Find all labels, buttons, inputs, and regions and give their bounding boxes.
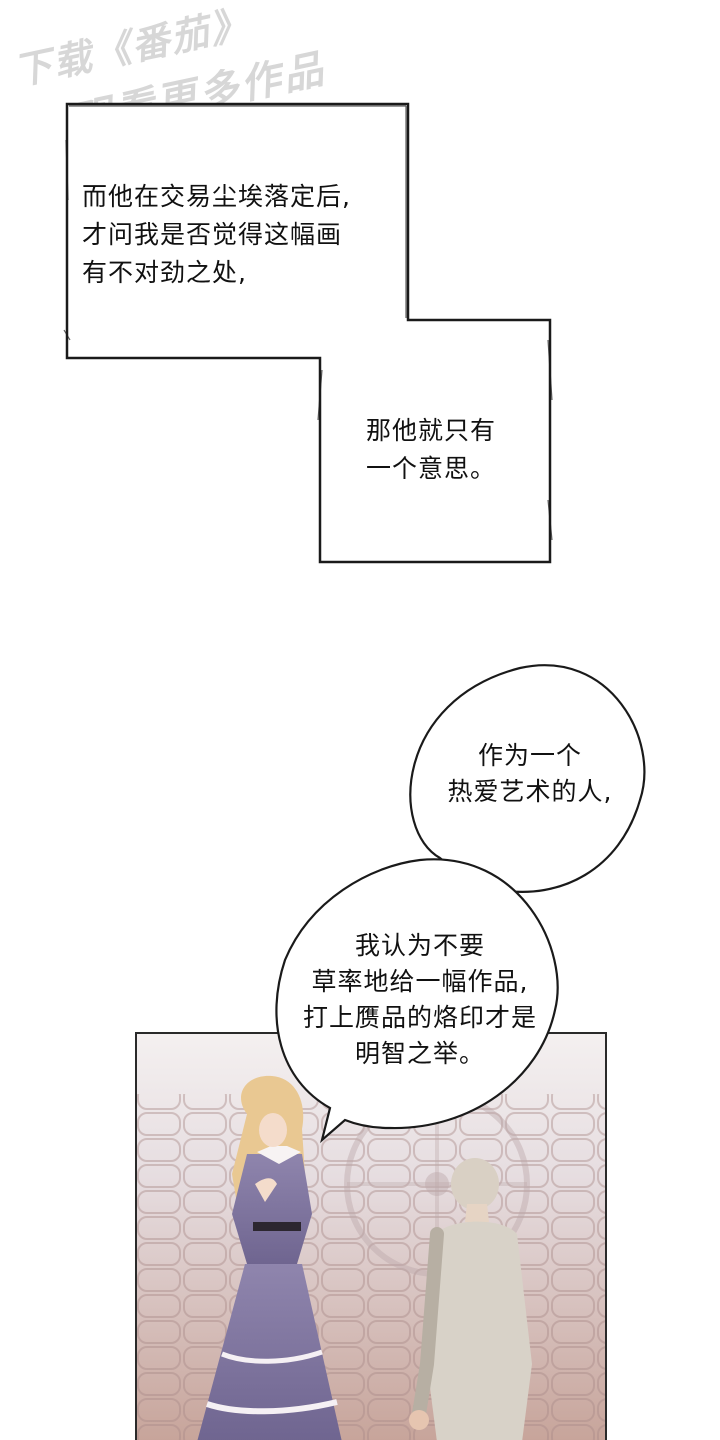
narration-line: 有不对劲之处, bbox=[82, 258, 247, 287]
narration-box-2-text: 那他就只有 一个意思。 bbox=[366, 412, 496, 488]
narration-line: 才问我是否觉得这幅画 bbox=[82, 220, 343, 249]
scene-illustration bbox=[137, 1034, 605, 1440]
bubble-line: 明智之举。 bbox=[354, 1039, 485, 1068]
speech-bubble-bottom-text: 我认为不要 草率地给一幅作品, 打上赝品的烙印才是 明智之举。 bbox=[270, 928, 570, 1072]
man-figure bbox=[409, 1158, 532, 1440]
bubble-line: 我认为不要 bbox=[354, 931, 485, 960]
speech-bubble-top-text: 作为一个 热爱艺术的人, bbox=[420, 738, 640, 810]
narration-line: 那他就只有 bbox=[366, 416, 497, 445]
bubble-line: 热爱艺术的人, bbox=[447, 777, 613, 806]
narration-box-1-text: 而他在交易尘埃落定后, 才问我是否觉得这幅画 有不对劲之处, bbox=[82, 178, 351, 292]
narration-line: 一个意思。 bbox=[366, 454, 497, 483]
illustration-panel bbox=[135, 1032, 607, 1440]
woman-figure bbox=[197, 1075, 342, 1440]
bubble-line: 草率地给一幅作品, bbox=[311, 967, 529, 996]
narration-box-outline bbox=[63, 102, 553, 564]
bubble-line: 作为一个 bbox=[477, 741, 582, 770]
narration-line: 而他在交易尘埃落定后, bbox=[82, 182, 351, 211]
bubble-line: 打上赝品的烙印才是 bbox=[302, 1003, 537, 1032]
